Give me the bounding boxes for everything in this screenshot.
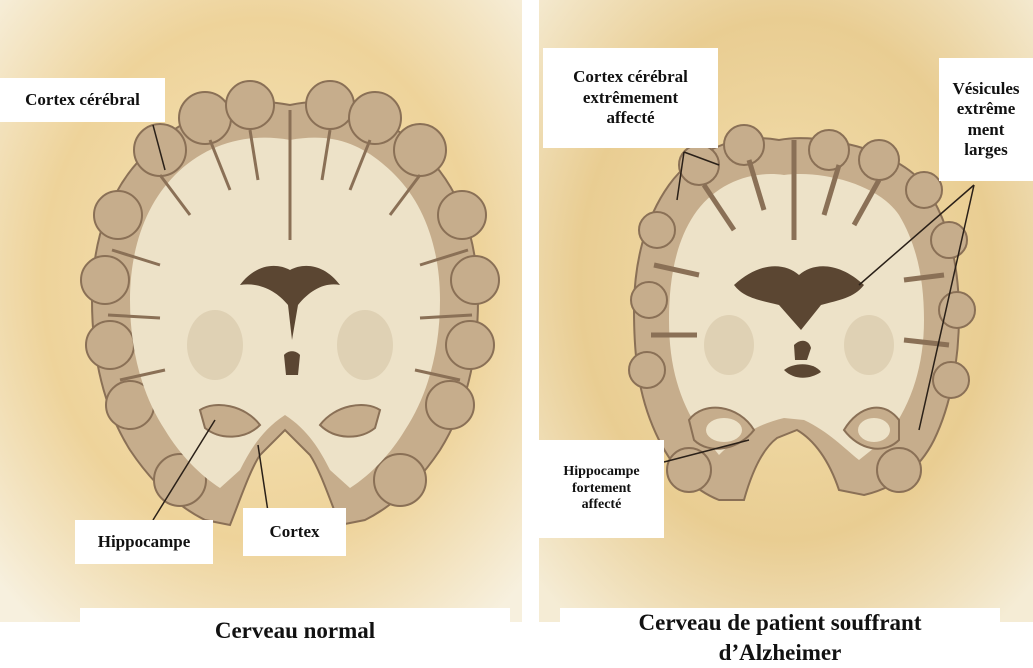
label-vesicules-larges: Vésicules extrême ment larges xyxy=(939,58,1033,181)
label-hippocampe: Hippocampe xyxy=(75,520,213,564)
label-hippocampe-affecte: Hippocampe fortement affecté xyxy=(539,440,664,538)
normal-brain-panel: Cortex cérébral Hippocampe Cortex xyxy=(0,0,522,622)
caption-normal-brain: Cerveau normal xyxy=(80,608,510,663)
label-cortex-cerebral-affecte: Cortex cérébral extrêmement affecté xyxy=(543,48,718,148)
label-cortex-cerebral: Cortex cérébral xyxy=(0,78,165,122)
caption-alzheimer-brain: Cerveau de patient souffrant d’Alzheimer xyxy=(560,608,1000,663)
alzheimer-brain-panel: Cortex cérébral extrêmement affecté Vési… xyxy=(539,0,1033,622)
label-cortex: Cortex xyxy=(243,508,346,556)
